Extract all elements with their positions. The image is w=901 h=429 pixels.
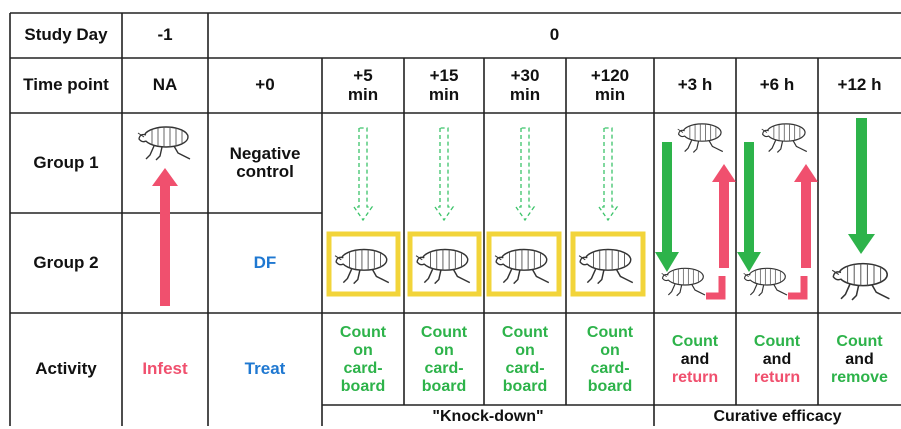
study-day-label: Study Day <box>24 25 108 45</box>
row-group2-label: Group 2 <box>33 252 99 272</box>
row-activity-label: Activity <box>35 359 97 379</box>
and-text: and <box>845 351 874 369</box>
activity-count-remove-12h: Count and remove <box>818 318 901 402</box>
curative-3h-diagram <box>655 123 736 300</box>
study-day-zero: 0 <box>549 25 560 45</box>
time-point-12h: +12 h <box>837 75 882 95</box>
time-point-label: Time point <box>23 75 109 95</box>
curative-6h-diagram <box>737 123 818 300</box>
study-day-minus1: -1 <box>157 25 173 45</box>
activity-treat: Treat <box>244 359 286 379</box>
return-text: return <box>753 368 801 386</box>
phase-curative-efficacy: Curative efficacy <box>713 408 842 426</box>
time-point-na: NA <box>152 75 178 95</box>
count-text: Count <box>671 333 719 351</box>
and-text: and <box>680 351 710 369</box>
activity-count-cardboard-120min: Count on card- board <box>586 324 634 395</box>
activity-infest: Infest <box>142 359 188 379</box>
return-text: return <box>671 368 719 386</box>
time-point-0: +0 <box>255 75 275 95</box>
count-text: Count <box>836 333 883 351</box>
df-label: DF <box>253 252 277 272</box>
time-point-120min: +120 min <box>590 66 630 104</box>
infest-arrow-up-icon <box>152 168 178 306</box>
time-point-15min: +15 min <box>428 66 460 104</box>
activity-count-return-3h: Count and return <box>654 318 736 402</box>
time-point-3h: +3 h <box>677 75 713 95</box>
phase-knockdown: "Knock-down" <box>432 408 544 426</box>
time-point-5min: +5 min <box>347 66 379 104</box>
activity-count-cardboard-15min: Count on card- board <box>420 324 468 395</box>
activity-count-cardboard-30min: Count on card- board <box>501 324 549 395</box>
cardboard-boxes <box>326 231 646 297</box>
and-text: and <box>762 351 792 369</box>
negative-control-label: Negative control <box>229 143 301 181</box>
activity-count-return-6h: Count and return <box>736 318 818 402</box>
curative-12h-diagram <box>831 118 891 301</box>
count-text: Count <box>753 333 801 351</box>
time-point-30min: +30 min <box>509 66 541 104</box>
activity-count-cardboard-5min: Count on card- board <box>339 324 387 395</box>
knockdown-arrows <box>352 127 619 222</box>
row-group1-label: Group 1 <box>33 152 99 172</box>
infest-flea-icon <box>137 126 191 161</box>
time-point-6h: +6 h <box>759 75 795 95</box>
remove-text: remove <box>831 368 888 386</box>
